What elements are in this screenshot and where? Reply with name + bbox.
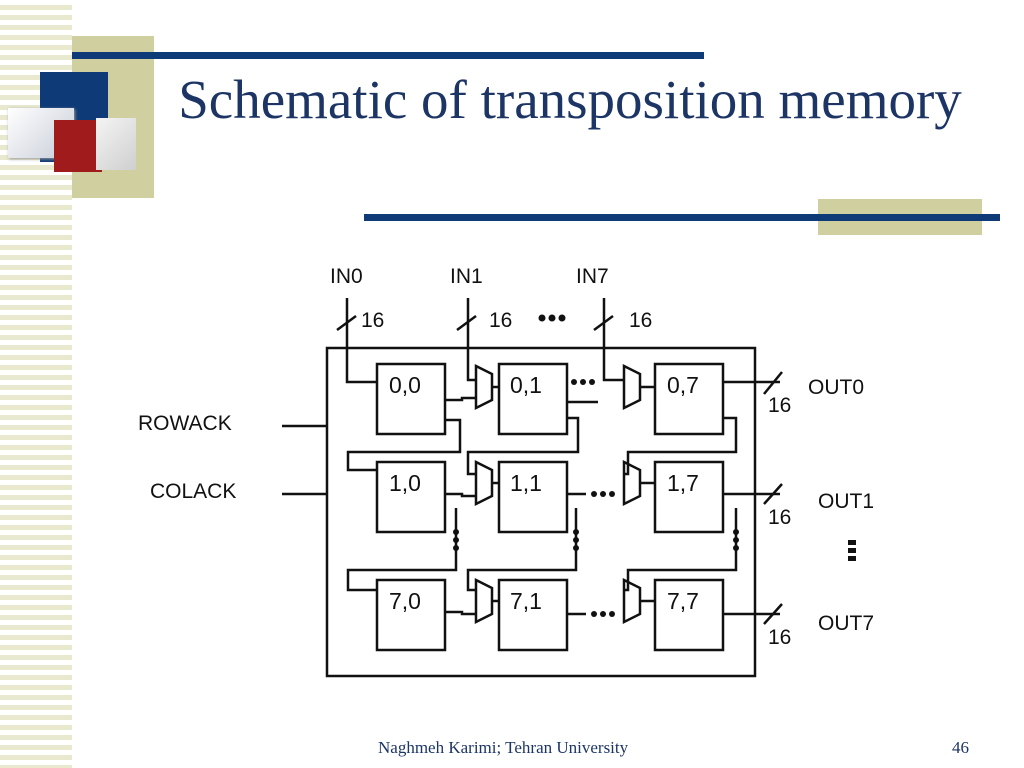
column-ellipsis-dots	[453, 529, 739, 551]
slide-title: Schematic of transposition memory	[178, 69, 962, 130]
cell-label: 0,0	[389, 372, 421, 398]
multiplexer	[474, 363, 494, 411]
grey-square-decoration	[96, 118, 136, 170]
in0-bus-slash	[336, 314, 357, 332]
input-label: IN7	[576, 265, 609, 288]
in7-bus-slash	[593, 314, 614, 332]
bus-width-label: 16	[489, 309, 512, 332]
input-label: IN1	[450, 265, 483, 288]
in1-line	[466, 298, 476, 382]
title-bottom-rule	[364, 214, 1000, 221]
output-label: OUT7	[818, 612, 874, 635]
memory-cell	[653, 460, 725, 534]
in0-line	[345, 298, 377, 384]
out1-bus-slash	[763, 483, 783, 505]
input-label: IN0	[330, 265, 363, 288]
multiplexer	[622, 577, 642, 625]
wire	[466, 416, 580, 476]
memory-cell	[497, 362, 569, 436]
cell-label: 1,7	[667, 470, 699, 496]
bus-width-label: 16	[768, 626, 791, 649]
wire	[466, 556, 578, 592]
slide-footer: Naghmeh Karimi; Tehran University 46	[0, 738, 1024, 760]
wire	[346, 556, 458, 592]
memory-cell	[497, 460, 569, 534]
cell-label: 0,7	[667, 372, 699, 398]
cell-label: 7,0	[389, 588, 421, 614]
multiplexer	[474, 459, 494, 507]
wire	[445, 396, 476, 402]
cell-label: 1,1	[510, 470, 542, 496]
rowack-label: ROWACK	[138, 412, 232, 435]
bus-width-label: 16	[629, 309, 652, 332]
in1-bus-slash	[456, 314, 477, 332]
cell-label: 7,1	[510, 588, 542, 614]
cell-label: 0,1	[510, 372, 542, 398]
memory-cell	[653, 362, 725, 436]
page-number: 46	[952, 738, 969, 757]
wire	[624, 416, 738, 476]
row7-ellipsis-dots	[591, 611, 615, 617]
output-label: OUT0	[808, 376, 864, 399]
row1-ellipsis-dots	[591, 491, 615, 497]
multiplexer	[622, 459, 642, 507]
bus-width-label: 16	[768, 506, 791, 529]
wire	[346, 418, 462, 472]
out0-bus-slash	[763, 371, 783, 395]
wire	[445, 492, 476, 498]
multiplexer	[622, 363, 642, 411]
output-ellipsis-dots	[848, 540, 856, 561]
in7-line	[602, 298, 624, 382]
out7-bus-slash	[763, 603, 783, 625]
memory-cell	[375, 578, 447, 652]
memory-cell	[375, 460, 447, 534]
bus-width-label: 16	[768, 394, 791, 417]
row0-ellipsis-dots	[571, 379, 595, 385]
footer-credit: Naghmeh Karimi; Tehran University	[378, 738, 629, 757]
cell-label: 7,7	[667, 588, 699, 614]
colack-label: COLACK	[150, 480, 236, 503]
multiplexer	[474, 577, 494, 625]
output-label: OUT1	[818, 490, 874, 513]
memory-array-enclosure	[325, 346, 757, 678]
title-top-rule	[72, 52, 704, 59]
dark-red-square-decoration	[54, 120, 102, 172]
bus-width-label: 16	[361, 309, 384, 332]
input-ellipsis-dots	[538, 314, 566, 322]
cell-label: 1,0	[389, 470, 421, 496]
wire	[624, 556, 738, 592]
wire	[445, 610, 476, 616]
